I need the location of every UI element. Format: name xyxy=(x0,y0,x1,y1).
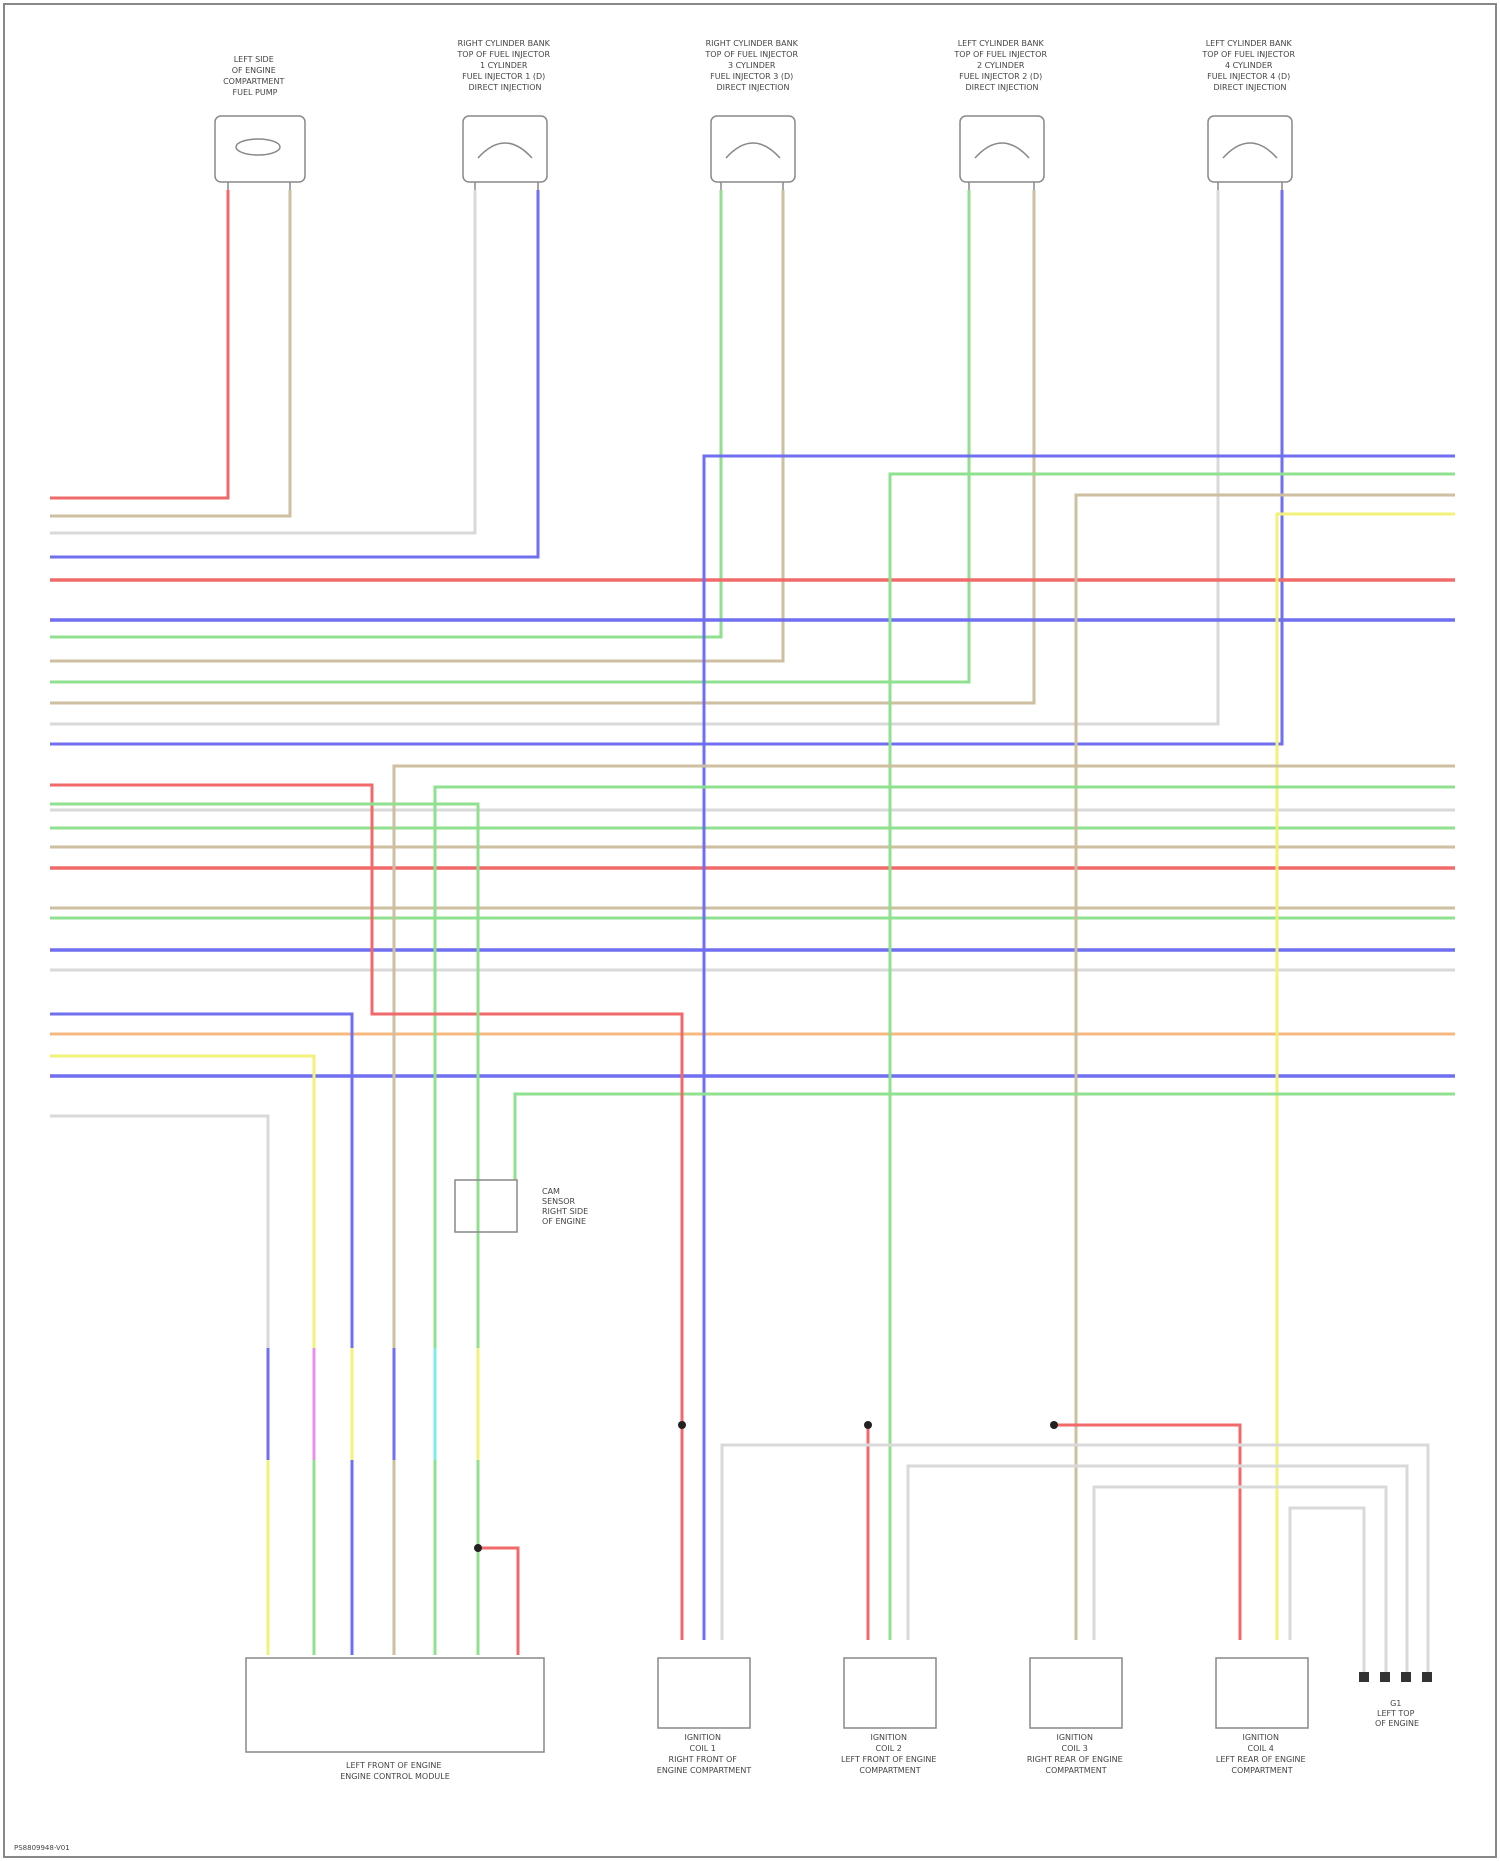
junction-dot-3 xyxy=(1050,1421,1058,1429)
ignition-coil-2-box xyxy=(844,1658,936,1728)
ecm-box xyxy=(246,1658,544,1752)
footer-code: PS8809948-V01 xyxy=(14,1844,70,1852)
junction-dot-1 xyxy=(678,1421,686,1429)
fuel-injector-2-connector xyxy=(960,116,1044,190)
ignition-coil-4-box xyxy=(1216,1658,1308,1728)
fuel-injector-3-connector xyxy=(711,116,795,190)
ignition-coil-1-box xyxy=(658,1658,750,1728)
ignition-coil-3-box xyxy=(1030,1658,1122,1728)
junction-dot-2 xyxy=(864,1421,872,1429)
fuel-injector-1-connector xyxy=(463,116,547,190)
fuel-pump-connector xyxy=(215,116,305,190)
fuel-injector-4-connector xyxy=(1208,116,1292,190)
junction-dot-4 xyxy=(474,1544,482,1552)
